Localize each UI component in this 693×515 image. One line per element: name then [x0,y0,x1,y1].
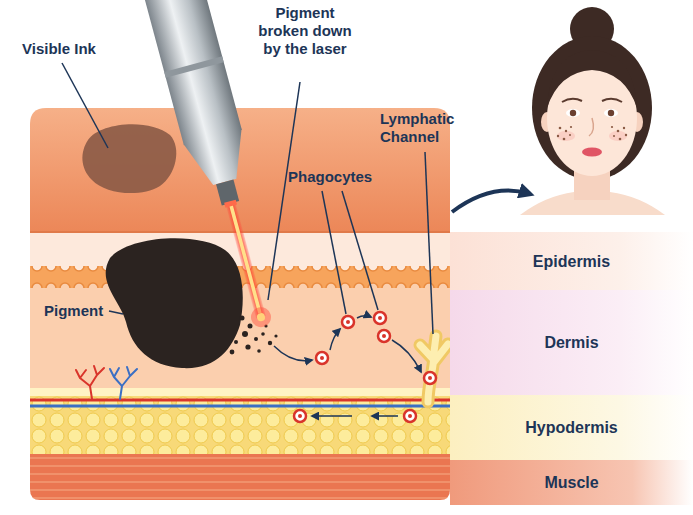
callout-text: Phagocytes [288,168,372,186]
callout-label: Visible Ink [22,40,96,58]
hypodermis-layer [30,396,450,454]
callout-text: Lymphatic Channel [380,110,475,146]
leader-lines [62,63,433,334]
layer-band: Epidermis [450,232,693,290]
layer-name: Hypodermis [525,418,617,437]
phagocytes [294,312,436,422]
capillary-red [76,366,104,399]
pigment-blob [106,238,243,368]
lymphatic-channel-inner [420,336,448,402]
flow-arrows [274,316,421,416]
layer-name: Muscle [544,473,598,492]
vein-line [30,405,450,408]
callout-label: Pigment [44,302,103,320]
capillary-blue [110,367,137,399]
hypodermis-top [30,388,450,396]
lymphatic-channel [420,336,448,402]
callout-label: Phagocytes [288,168,372,186]
layer-band: Muscle [450,460,693,505]
muscle-layer [30,454,450,500]
layer-band: Hypodermis [450,395,693,460]
layer-name: Dermis [544,333,598,352]
callout-text: Pigment broken down by the laser [250,4,360,58]
visible-ink [82,124,176,193]
callout-label: Lymphatic Channel [380,110,475,146]
face-portrait [520,7,665,215]
layer-band: Dermis [450,290,693,395]
callout-text: Pigment [44,302,103,320]
callout-label: Pigment broken down by the laser [250,4,360,58]
callout-text: Visible Ink [22,40,96,58]
artery-line [30,399,450,402]
layer-name: Epidermis [533,252,610,271]
result-arrow [452,191,530,212]
